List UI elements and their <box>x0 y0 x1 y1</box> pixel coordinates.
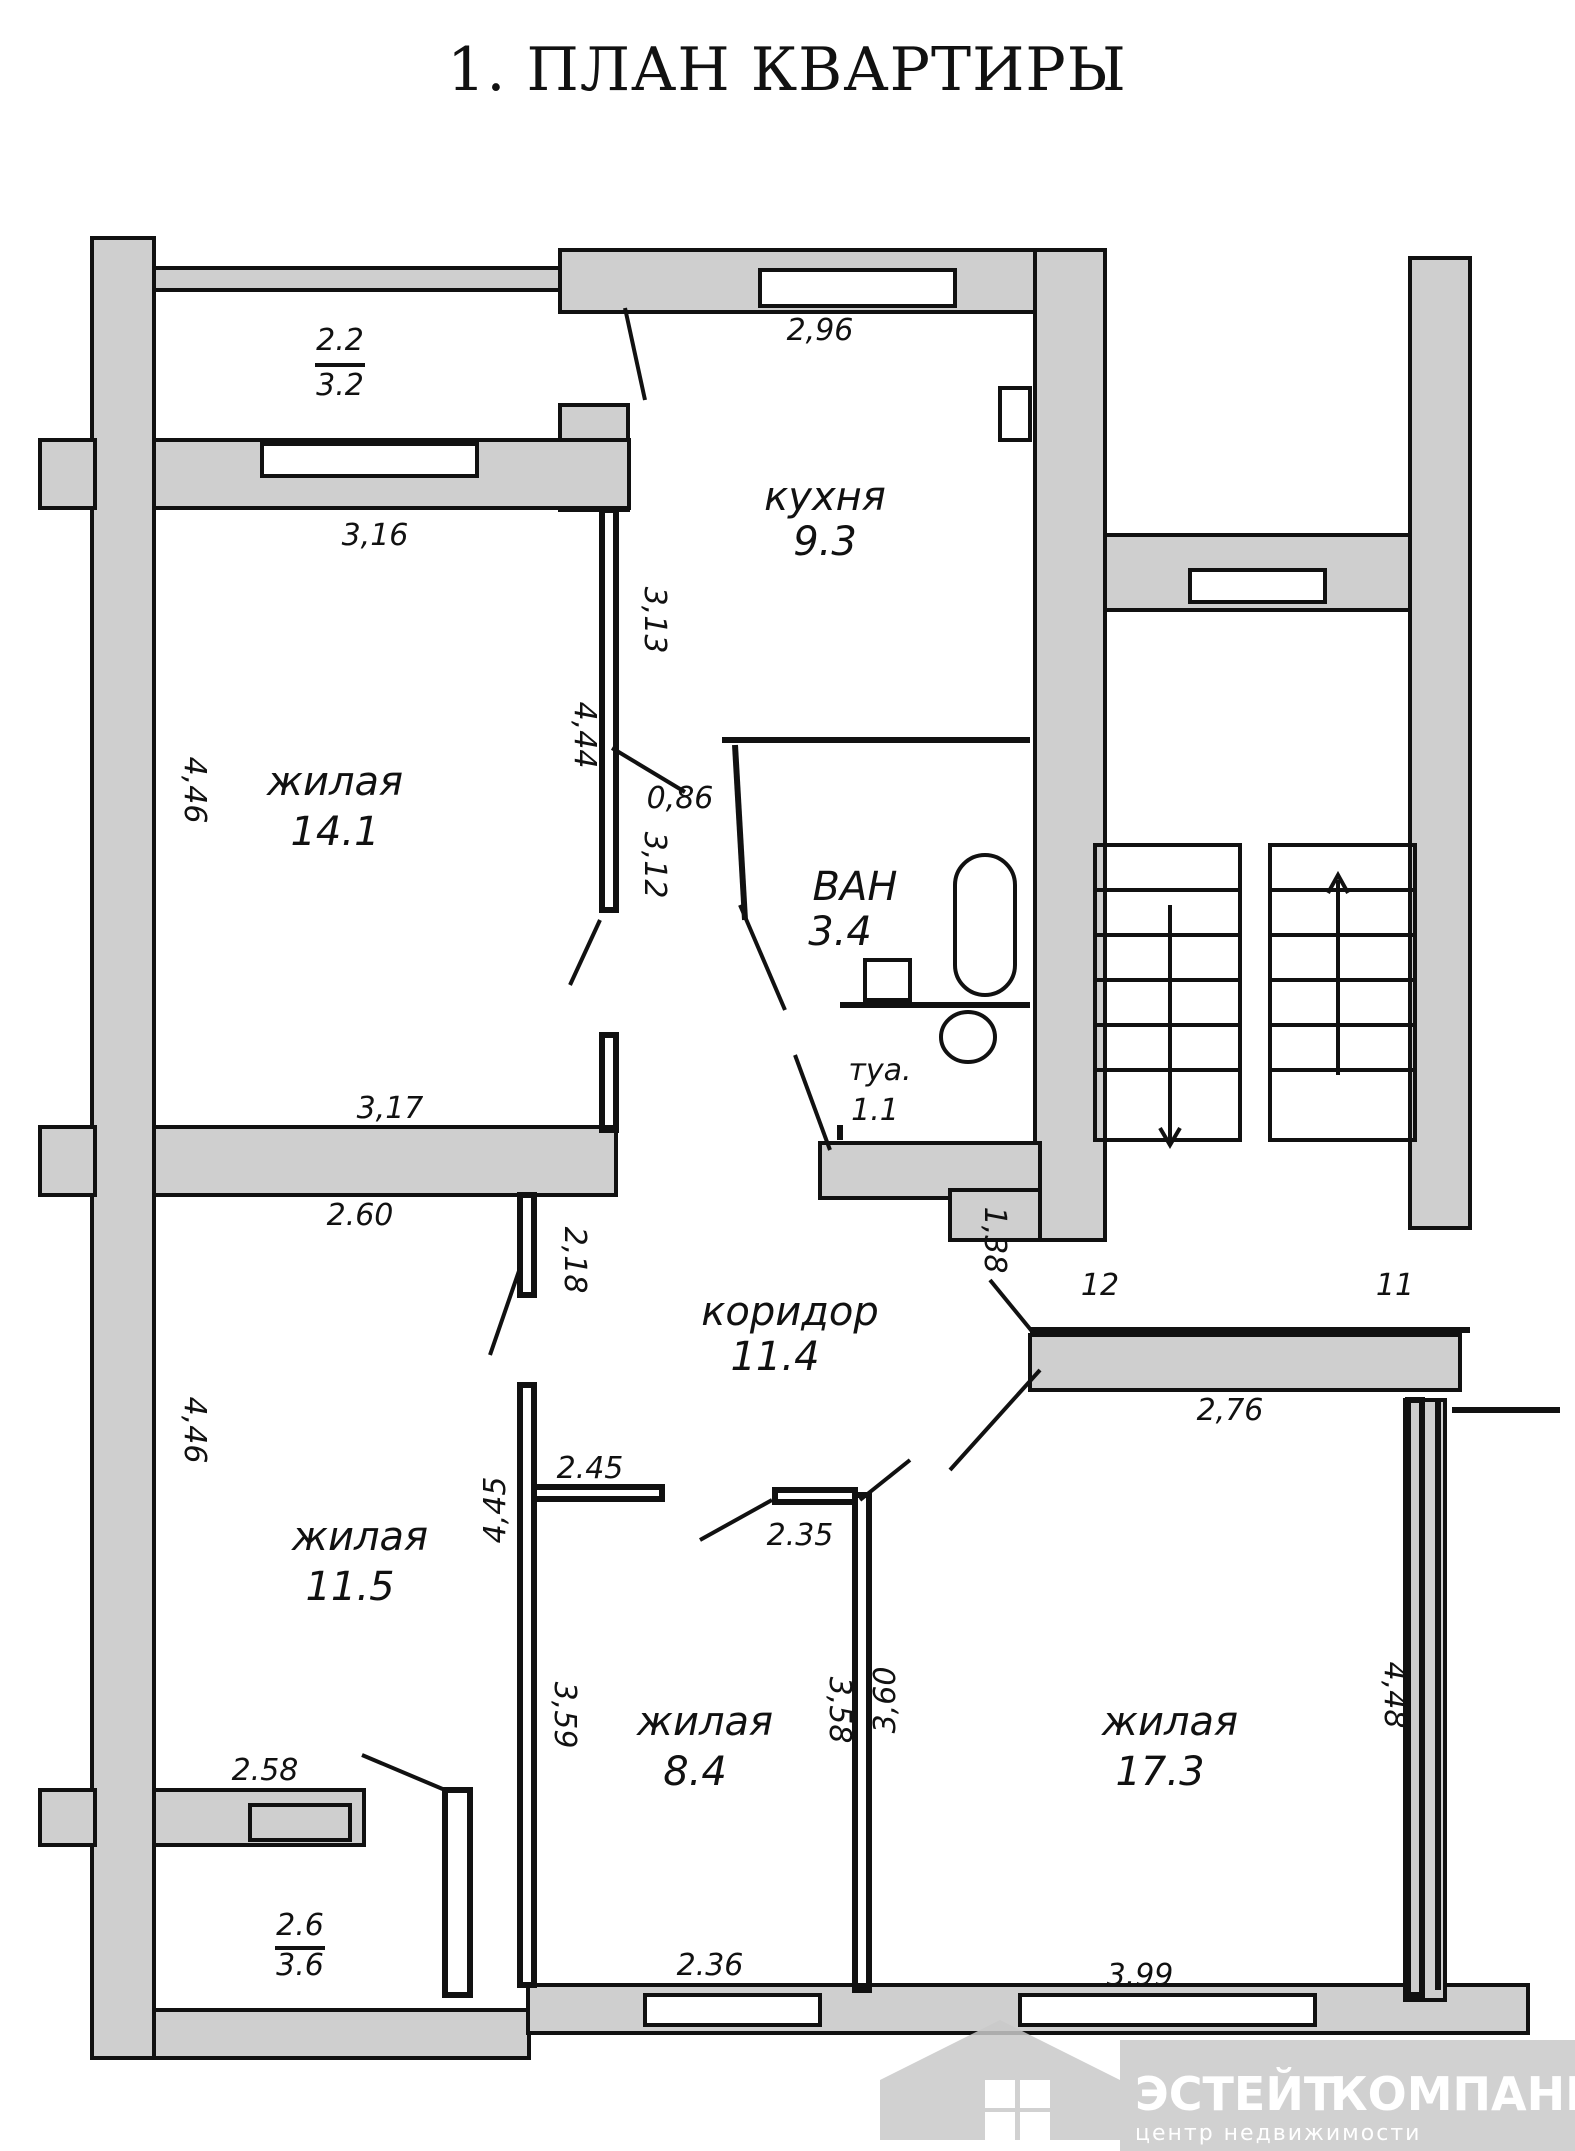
watermark-logo: ЭСТЕЙТ КОМПАНИ центр недвижимости <box>880 2020 1575 2151</box>
dim-living2-bottom: 2.58 <box>232 1753 299 1788</box>
dim-living1-top: 3,16 <box>342 518 409 553</box>
room-living3-name: жилая <box>636 1699 773 1745</box>
logo-text-left: ЭСТЕЙТ <box>1135 2067 1336 2121</box>
dim-kitchen-width: 2,96 <box>787 313 854 348</box>
dim-living2-top: 2.60 <box>327 1198 394 1233</box>
dim-living2-nook: 2,18 <box>557 1227 592 1294</box>
room-bath-area: 3.4 <box>808 909 872 955</box>
dim-living3-right: 3,58 <box>822 1677 857 1744</box>
dim-kitchen-side: 3,13 <box>637 587 672 654</box>
staircase <box>1093 843 1417 1149</box>
room-kitchen-area: 9.3 <box>793 519 857 565</box>
dim-living4-bottom: 3.99 <box>1107 1958 1174 1993</box>
dim-living3-top: 2.35 <box>767 1518 834 1553</box>
logo-text-right: КОМПАНИ <box>1330 2067 1575 2121</box>
room-living3-area: 8.4 <box>663 1749 727 1795</box>
room-living1-name: жилая <box>266 759 403 805</box>
bathtub-icon <box>953 853 1017 997</box>
room-kitchen-name: кухня <box>764 474 886 520</box>
dim-corridor-upper: 3,12 <box>637 832 672 899</box>
room-toilet-name: туа. <box>848 1053 911 1088</box>
room-living2-name: жилая <box>291 1514 428 1560</box>
dim-living3-niche: 2.45 <box>557 1451 624 1486</box>
dim-living3-bottom: 2.36 <box>677 1948 744 1983</box>
dim-living1-bottom: 3,17 <box>357 1091 424 1126</box>
sink-icon <box>863 958 912 1002</box>
dim-living1-right: 4,44 <box>567 702 602 769</box>
dimension-labels: 2,96 3,16 3,13 4,44 4,46 0,86 3,12 3,17 … <box>177 313 1414 1993</box>
room-living4-area: 17.3 <box>1115 1749 1204 1795</box>
arrow-down-icon <box>1158 1126 1182 1149</box>
dim-living4-left: 3,60 <box>868 1667 903 1734</box>
room-living2-area: 11.5 <box>305 1564 394 1610</box>
dim-living4-top: 2,76 <box>1197 1393 1264 1428</box>
stair-label-12: 12 <box>1081 1268 1119 1303</box>
balcony2-area: 3.6 <box>276 1948 324 1983</box>
room-corridor-area: 11.4 <box>730 1334 819 1380</box>
room-bath-name: ВАН <box>813 864 898 910</box>
room-toilet-area: 1.1 <box>851 1093 899 1128</box>
dim-living1-left: 4,46 <box>177 757 212 824</box>
logo-subtitle: центр недвижимости <box>1135 2121 1421 2146</box>
fixtures <box>863 386 1032 1064</box>
balcony1-width: 2.2 <box>316 323 364 358</box>
dim-corridor-step: 1,38 <box>977 1207 1012 1274</box>
room-living4-name: жилая <box>1101 1699 1238 1745</box>
partitions <box>248 307 1560 1998</box>
room-labels: жилая 14.1 кухня 9.3 ВАН 3.4 туа. 1.1 ко… <box>266 323 1238 1983</box>
dim-door-width: 0,86 <box>647 781 714 816</box>
stove-icon <box>998 386 1032 442</box>
dim-living2-left: 4,46 <box>177 1397 212 1464</box>
arrow-up-icon <box>1326 870 1350 894</box>
walls <box>38 236 1530 2060</box>
windows <box>260 268 1327 2027</box>
plan-title: 1. ПЛАН КВАРТИРЫ <box>447 35 1127 105</box>
balcony2-width: 2.6 <box>276 1908 324 1943</box>
room-living1-area: 14.1 <box>290 809 379 855</box>
dim-living4-right: 4,48 <box>1377 1662 1412 1729</box>
toilet-icon <box>939 1010 997 1064</box>
dim-living2-right: 4,45 <box>478 1477 513 1544</box>
room-corridor-name: коридор <box>701 1289 879 1335</box>
dim-living3-left: 3,59 <box>547 1682 582 1749</box>
balcony1-area: 3.2 <box>316 368 364 403</box>
stair-label-11: 11 <box>1376 1268 1414 1303</box>
